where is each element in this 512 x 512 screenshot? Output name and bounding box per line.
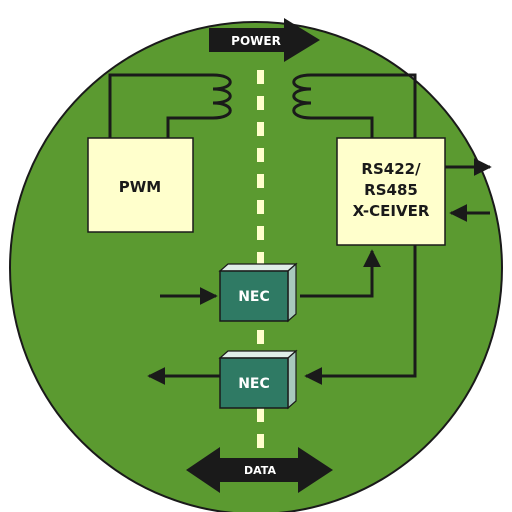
- nec-bottom-front-face: [219, 357, 289, 409]
- xceiver-to-nec-bottom-wire: [304, 245, 417, 385]
- isolation-dash: [257, 408, 264, 422]
- nec-top-side-face: [287, 262, 297, 323]
- isolation-dash: [257, 434, 264, 448]
- isolation-dash: [257, 174, 264, 188]
- left-transformer: [108, 73, 232, 138]
- pwm-coil-wire-upper: [108, 73, 213, 138]
- transceiver-label-line-1: RS422/: [361, 160, 421, 178]
- nec-top-front-face: [219, 270, 289, 322]
- isolation-dash: [257, 252, 264, 266]
- data-arrow: DATA: [186, 447, 333, 493]
- isolation-dash: [257, 70, 264, 84]
- isolation-dash: [257, 200, 264, 214]
- transceiver-block: RS422/ RS485 X-CEIVER: [336, 137, 446, 246]
- isolation-dash: [257, 330, 264, 344]
- power-arrow: POWER: [209, 18, 320, 62]
- isolation-dash: [257, 148, 264, 162]
- nec-top-top-face: [218, 263, 298, 272]
- pwm-block: PWM: [87, 137, 194, 233]
- xceiver-coil-wire-lower: [311, 116, 374, 138]
- nec-top-label: NEC: [238, 289, 270, 305]
- right-transformer: [292, 73, 417, 138]
- pwm-box: [87, 137, 194, 233]
- nec-isolator-top: NEC: [218, 262, 298, 323]
- isolation-dash: [257, 226, 264, 240]
- transceiver-label-line-3: X-CEIVER: [353, 202, 430, 220]
- pwm-coil-wire-lower: [166, 116, 213, 138]
- nec-bottom-side-face: [287, 349, 297, 410]
- coil-icon: [212, 73, 232, 120]
- transceiver-box: [336, 137, 446, 246]
- data-arrow-shape: [186, 447, 333, 493]
- coil-icon: [292, 73, 312, 120]
- isolation-dash: [257, 122, 264, 136]
- nec-isolator-bottom: NEC: [218, 349, 298, 410]
- power-arrow-shape: [209, 18, 320, 62]
- xceiver-coil-wire-upper: [311, 73, 417, 138]
- transceiver-label-line-2: RS485: [364, 181, 418, 199]
- nec-bottom-label: NEC: [238, 376, 270, 392]
- pwm-label: PWM: [119, 178, 161, 196]
- nec-top-to-xceiver-wire: [300, 249, 381, 298]
- power-label: POWER: [231, 34, 281, 48]
- isolation-dash: [257, 96, 264, 110]
- nec-bottom-top-face: [218, 350, 298, 359]
- data-label: DATA: [244, 464, 276, 477]
